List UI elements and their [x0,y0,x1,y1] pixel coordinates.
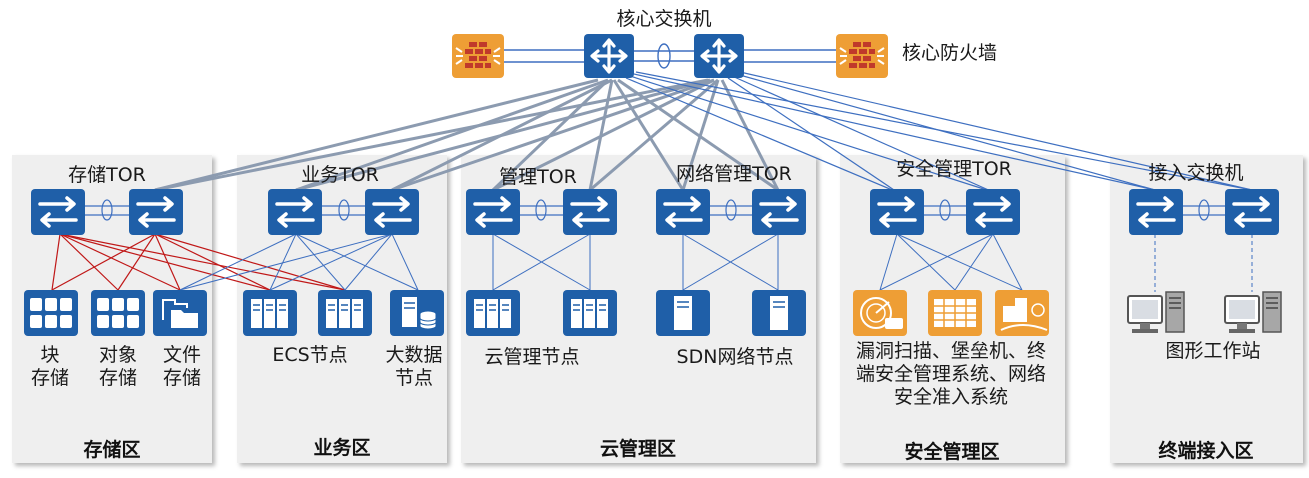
zone-security-title: 安全管理区 [904,441,1000,463]
business-tor-label: 业务TOR [301,164,379,186]
security-tor-1-icon [868,187,926,237]
mgmt-tor-1-icon [464,187,522,237]
bigdata-node-label: 大数据 节点 [385,344,443,389]
core-switch-2-icon [692,32,746,80]
security-links [879,233,1023,291]
ecs-node-1-icon [242,289,298,337]
core-switch-label: 核心交换机 [616,8,712,30]
netmgmt-tor-label: 网络管理TOR [676,163,792,185]
workstation-label: 图形工作站 [1165,340,1261,362]
mgmt-tor-label: 管理TOR [499,166,577,188]
business-tor-2-icon [363,187,421,237]
ecs-node-2-icon [317,289,373,337]
access-switch-2-icon [1223,187,1281,237]
zone-storage-title: 存储区 [83,439,141,461]
sdn-node-2-icon [751,289,807,337]
zone-business-title: 业务区 [313,437,371,459]
mgmt-tor-2-icon [561,187,619,237]
block-storage-label: 块 存储 [30,344,70,389]
object-storage-icon [91,290,145,336]
firewall-right-icon [835,33,889,79]
core-uplinks [154,78,780,192]
core-switch-1-icon [582,32,636,80]
core-firewall-label: 核心防火墙 [902,42,998,64]
block-storage-icon [24,290,78,336]
terminal-links [1154,234,1253,292]
firewall-left-icon [451,33,505,79]
sdn-node-label: SDN网络节点 [676,346,794,368]
storage-links [51,233,346,291]
netmgmt-tor-2-icon [750,187,808,237]
file-storage-icon [152,289,208,337]
security-tor-2-icon [964,187,1022,237]
access-switch-label: 接入交换机 [1148,162,1244,184]
cloud-mgmt-node-1-icon [465,289,521,337]
cloud-mgmt-node-label: 云管理节点 [484,346,580,368]
bigdata-node-icon [389,289,445,337]
sdn-node-1-icon [655,289,711,337]
zone-terminal-title: 终端接入区 [1158,440,1254,462]
netmgmt-tor-1-icon [654,187,712,237]
storage-tor-1-icon [29,187,87,237]
ecs-node-label: ECS节点 [272,344,348,366]
storage-tor-2-icon [127,187,185,237]
cloud-mgmt-node-2-icon [562,289,618,337]
storage-tor-label: 存储TOR [68,164,146,186]
nac-system-icon [995,290,1049,336]
access-switch-1-icon [1127,187,1185,237]
core-thin-links [625,71,1253,193]
business-links [179,233,419,291]
file-storage-label: 文件 存储 [162,344,202,389]
tor-interlinks [85,199,1226,221]
zone-cloud-title: 云管理区 [599,438,677,460]
core-firewall-links [504,43,836,69]
security-systems-label: 漏洞扫描、堡垒机、终 端安全管理系统、网络 安全准入系统 [855,340,1047,408]
bastion-host-icon [928,290,982,336]
vuln-scanner-icon [853,290,907,336]
object-storage-label: 对象 存储 [98,344,138,389]
business-tor-1-icon [266,187,324,237]
security-tor-label: 安全管理TOR [896,158,1012,180]
cloud-links [492,233,779,291]
